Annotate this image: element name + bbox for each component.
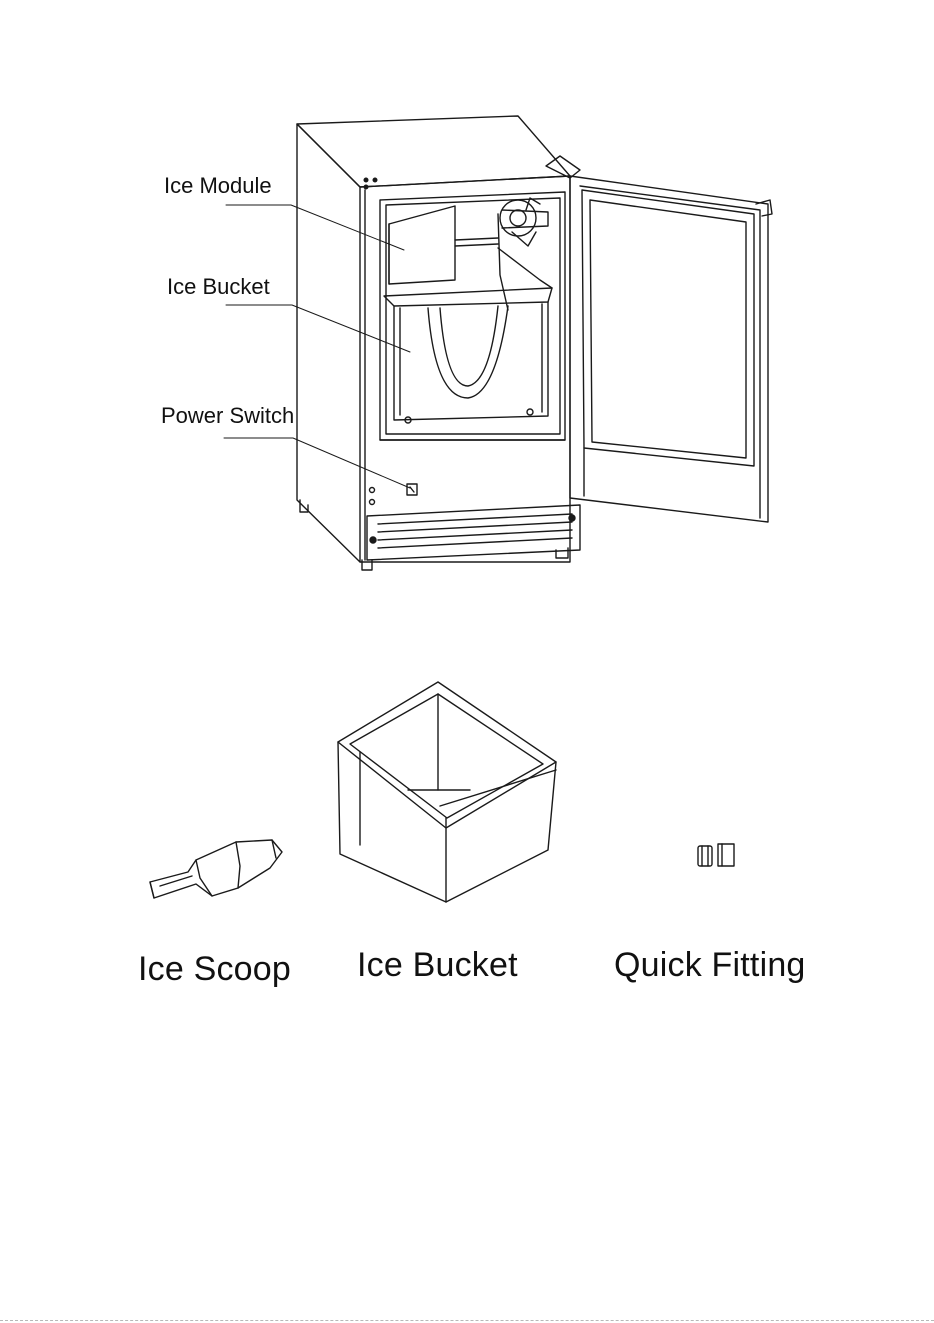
callout-ice-module: Ice Module	[164, 174, 272, 198]
callout-leader-lines	[224, 205, 410, 488]
callout-ice-bucket: Ice Bucket	[167, 275, 270, 299]
callout-power-switch: Power Switch	[161, 404, 294, 428]
quick-fitting-illustration	[698, 844, 734, 866]
open-door	[546, 156, 772, 522]
bottom-grille	[367, 505, 580, 560]
caption-ice-bucket: Ice Bucket	[357, 946, 518, 984]
ice-bucket-in-unit	[384, 248, 552, 423]
page-bottom-rule	[0, 1320, 934, 1321]
caption-quick-fitting: Quick Fitting	[614, 946, 806, 984]
ice-bucket-illustration	[338, 682, 556, 902]
ice-scoop-illustration	[150, 840, 282, 898]
ice-maker-illustration	[297, 116, 772, 570]
caption-ice-scoop: Ice Scoop	[138, 950, 291, 988]
ice-module-shape	[389, 206, 498, 284]
